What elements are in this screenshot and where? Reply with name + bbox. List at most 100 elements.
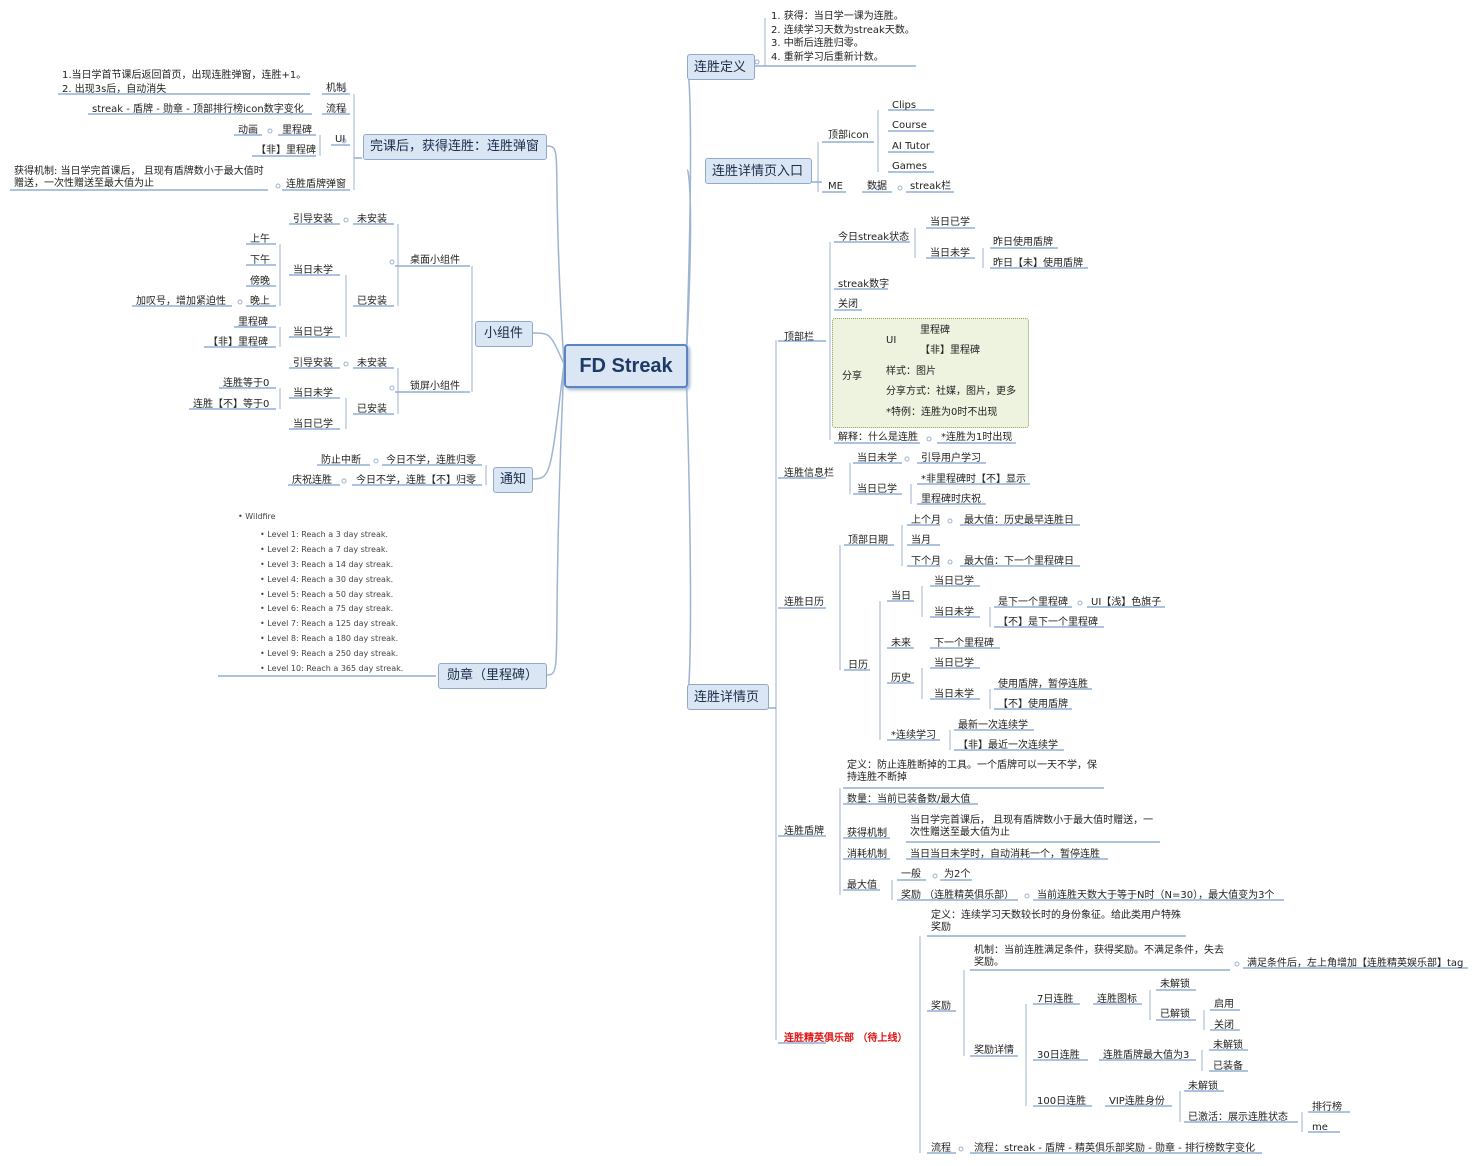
node-today_state[interactable]: 今日streak状态 xyxy=(838,232,910,243)
node-f_ui[interactable]: UI xyxy=(335,134,346,145)
node-w_l_in[interactable]: 已安装 xyxy=(357,404,387,415)
node-d7_lock[interactable]: 未解锁 xyxy=(1160,979,1190,990)
node-club[interactable]: 连胜精英俱乐部 （待上线） xyxy=(784,1033,908,1044)
node-ib_ms[interactable]: 里程碑时庆祝 xyxy=(921,494,981,505)
node-top_icon[interactable]: 顶部icon xyxy=(828,130,869,141)
node-streakbar[interactable]: streak栏 xyxy=(910,181,952,192)
node-t_flag[interactable]: UI【浅】色旗子 xyxy=(1091,597,1162,608)
node-h_shield[interactable]: 使用盾牌，暂停连胜 xyxy=(998,679,1088,690)
node-cont[interactable]: *连续学习 xyxy=(891,730,936,741)
node-c_latest[interactable]: 最新一次连续学 xyxy=(958,720,1028,731)
node-f_ms[interactable]: 里程碑 xyxy=(282,125,312,136)
node-s_gen_t[interactable]: 为2个 xyxy=(944,869,971,880)
root-node[interactable]: FD Streak xyxy=(564,344,688,388)
node-club_tag[interactable]: 满足条件后，左上角增加【连胜精英娱乐部】tag xyxy=(1247,958,1464,969)
node-def_t4[interactable]: 4. 重新学习后重新计数。 xyxy=(771,52,884,63)
node-w_l_un[interactable]: 未安装 xyxy=(357,358,387,369)
node-d30_lock[interactable]: 未解锁 xyxy=(1213,1040,1243,1051)
node-data[interactable]: 数据 xyxy=(867,181,887,192)
node-ytd_shield[interactable]: 昨日使用盾牌 xyxy=(993,237,1053,248)
node-h_learned[interactable]: 当日已学 xyxy=(934,658,974,669)
node-d7[interactable]: 7日连胜 xyxy=(1037,994,1074,1005)
node-widget[interactable]: 小组件 xyxy=(484,326,524,341)
node-n_cele[interactable]: 庆祝连胜 xyxy=(292,475,332,486)
node-t_learned[interactable]: 当日已学 xyxy=(934,576,974,587)
node-ib_yes[interactable]: 当日已学 xyxy=(857,484,897,495)
node-d7_icon[interactable]: 连胜图标 xyxy=(1097,994,1137,1005)
node-w_l_not[interactable]: 当日未学 xyxy=(293,388,333,399)
node-w_am[interactable]: 上午 xyxy=(250,234,270,245)
node-w_d_yes[interactable]: 当日已学 xyxy=(293,327,333,338)
node-me[interactable]: ME xyxy=(828,181,843,192)
node-f_shield_t[interactable]: 获得机制: 当日学完首课后， 且现有盾牌数小于最大值时赠送，一次性赠送至最大值为… xyxy=(14,166,264,189)
node-w_night[interactable]: 晚上 xyxy=(250,296,270,307)
node-n_cele_t[interactable]: 今日不学，连胜【不】归零 xyxy=(356,475,476,486)
node-shield[interactable]: 连胜盾牌 xyxy=(784,826,824,837)
node-s_get[interactable]: 获得机制 xyxy=(847,828,887,839)
node-h_noshield[interactable]: 【不】使用盾牌 xyxy=(998,699,1068,710)
node-s_count[interactable]: 数量：当前已装备数/最大值 xyxy=(847,794,971,805)
node-notlearned1[interactable]: 当日未学 xyxy=(930,248,970,259)
node-share_way[interactable]: 分享方式：社媒，图片，更多 xyxy=(886,386,1016,397)
node-topbar[interactable]: 顶部栏 xyxy=(784,332,814,343)
node-def_t2[interactable]: 2. 连续学习天数为streak天数。 xyxy=(771,25,915,36)
node-def[interactable]: 连胜定义 xyxy=(694,60,747,75)
node-t_not[interactable]: 当日未学 xyxy=(934,607,974,618)
node-explain[interactable]: 解释：什么是连胜 xyxy=(838,432,918,443)
node-w_l_nzero[interactable]: 连胜【不】等于0 xyxy=(193,399,270,410)
node-close[interactable]: 关闭 xyxy=(838,299,858,310)
node-s_use_t[interactable]: 当日当日未学时，自动消耗一个，暂停连胜 xyxy=(910,849,1100,860)
node-w_d_ms[interactable]: 里程碑 xyxy=(238,317,268,328)
node-w_d_nms[interactable]: 【非】里程碑 xyxy=(208,337,268,348)
node-calendar[interactable]: 日历 xyxy=(848,660,868,671)
node-detail[interactable]: 连胜详情页 xyxy=(694,690,760,705)
node-s_def[interactable]: 定义：防止连胜断掉的工具。一个盾牌可以一天不学，保持连胜不断掉 xyxy=(847,760,1097,783)
node-d7_on[interactable]: 启用 xyxy=(1214,999,1234,1010)
node-s_rew[interactable]: 奖励 （连胜精英俱乐部） xyxy=(901,890,1015,901)
node-share_sp[interactable]: *特例：连胜为0时不出现 xyxy=(886,407,998,418)
node-lastm_max[interactable]: 最大值：历史最早连胜日 xyxy=(964,515,1074,526)
node-d7_unl[interactable]: 已解锁 xyxy=(1160,1009,1190,1020)
node-s_rew_t[interactable]: 当前连胜天数大于等于N时（N=30），最大值变为3个 xyxy=(1037,890,1275,901)
node-nextm_max[interactable]: 最大值：下一个里程碑日 xyxy=(964,556,1074,567)
node-c_nonlatest[interactable]: 【非】最近一次连续学 xyxy=(958,740,1058,751)
node-lv6[interactable]: • Level 6: Reach a 75 day streak. xyxy=(260,604,394,613)
node-d100_vip[interactable]: VIP连胜身份 xyxy=(1109,1096,1165,1107)
node-share_ms[interactable]: 里程碑 xyxy=(920,325,950,336)
node-clips[interactable]: Clips xyxy=(892,100,917,111)
node-s_get_t[interactable]: 当日学完首课后， 且现有盾牌数小于最大值时赠送，一次性赠送至最大值为止 xyxy=(910,815,1154,838)
node-games[interactable]: Games xyxy=(892,161,927,172)
node-nextm[interactable]: 下个月 xyxy=(911,556,941,567)
node-lv8[interactable]: • Level 8: Reach a 180 day streak. xyxy=(260,634,399,643)
node-f_nms[interactable]: 【非】里程碑 xyxy=(256,145,316,156)
node-d30[interactable]: 30日连胜 xyxy=(1037,1050,1080,1061)
node-future[interactable]: 未来 xyxy=(891,638,911,649)
node-lv3[interactable]: • Level 3: Reach a 14 day streak. xyxy=(260,560,394,569)
node-ib_nonms[interactable]: *非里程碑时【不】显示 xyxy=(921,474,1026,485)
node-entry[interactable]: 连胜详情页入口 xyxy=(712,164,804,179)
node-lv7[interactable]: • Level 7: Reach a 125 day streak. xyxy=(260,619,399,628)
node-lv2[interactable]: • Level 2: Reach a 7 day streak. xyxy=(260,545,389,554)
node-ib_not[interactable]: 当日未学 xyxy=(857,453,897,464)
node-w_pm[interactable]: 下午 xyxy=(250,255,270,266)
node-f_mech2[interactable]: 2. 出现3s后，自动消失 xyxy=(62,84,167,95)
node-w_l_guide[interactable]: 引导安装 xyxy=(293,358,333,369)
node-w_d_not[interactable]: 当日未学 xyxy=(293,265,333,276)
node-infobar[interactable]: 连胜信息栏 xyxy=(784,468,834,479)
node-d100_me[interactable]: me xyxy=(1312,1122,1328,1133)
node-w_eve[interactable]: 傍晚 xyxy=(250,276,270,287)
node-topdate[interactable]: 顶部日期 xyxy=(848,535,888,546)
node-n_prev[interactable]: 防止中断 xyxy=(321,455,361,466)
node-s_gen[interactable]: 一般 xyxy=(901,869,921,880)
node-lv4[interactable]: • Level 4: Reach a 30 day streak. xyxy=(260,575,394,584)
node-today[interactable]: 当日 xyxy=(891,591,911,602)
node-f_anim[interactable]: 动画 xyxy=(238,125,258,136)
node-h_not[interactable]: 当日未学 xyxy=(934,689,974,700)
node-n_prev_t[interactable]: 今日不学，连胜归零 xyxy=(386,455,476,466)
node-d7_off[interactable]: 关闭 xyxy=(1214,1020,1234,1031)
node-def_t3[interactable]: 3. 中断后连胜归零。 xyxy=(771,38,864,49)
node-w_d_in[interactable]: 已安装 xyxy=(357,296,387,307)
node-f_flow_t[interactable]: streak - 盾牌 - 勋章 - 顶部排行榜icon数字变化 xyxy=(92,104,304,115)
node-w_l_zero[interactable]: 连胜等于0 xyxy=(223,378,270,389)
node-club_mech[interactable]: 机制：当前连胜满足条件，获得奖励。不满足条件，失去奖励。 xyxy=(974,945,1224,968)
